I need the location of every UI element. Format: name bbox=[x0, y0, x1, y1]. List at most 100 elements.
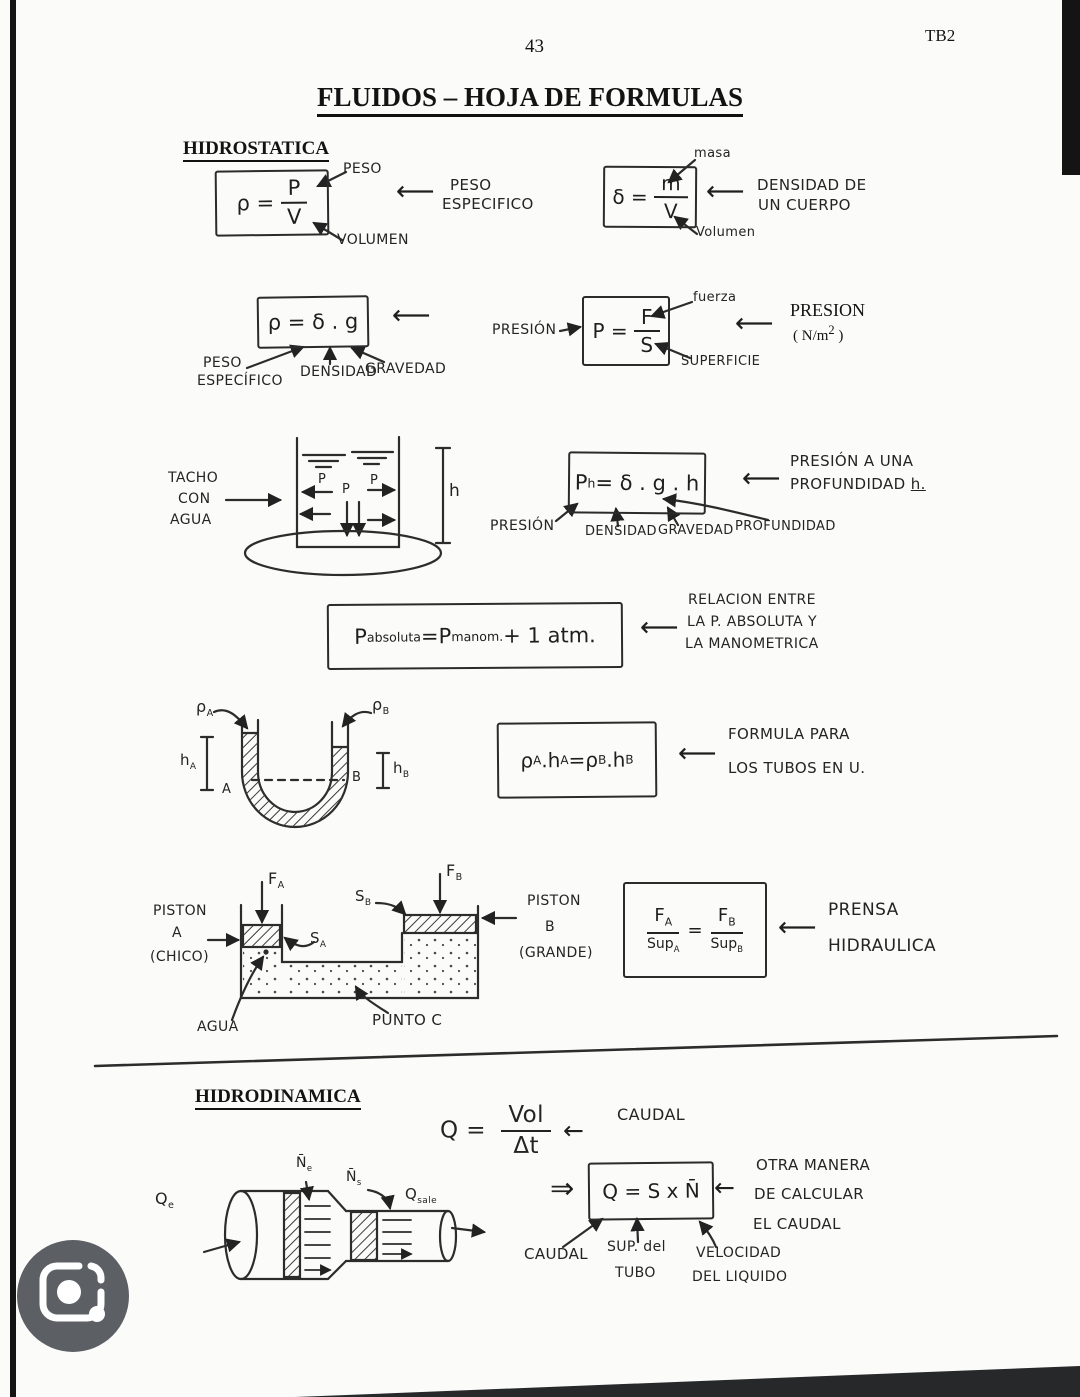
formula-sub: manom. bbox=[451, 628, 504, 644]
formula-sub: B bbox=[598, 752, 607, 767]
annotation-especifico: ESPECÍFICO bbox=[197, 373, 283, 389]
annotation-text: PROFUNDIDAD bbox=[790, 475, 911, 493]
formula-base: F bbox=[717, 905, 729, 927]
section-heading-hidrostatica: HIDROSTATICA bbox=[183, 138, 330, 163]
formula-base: P bbox=[438, 624, 452, 649]
left-arrow-icon: ⟵ bbox=[706, 176, 745, 207]
formula-sub: B bbox=[737, 943, 743, 954]
piston-a-line3: (CHICO) bbox=[150, 949, 209, 965]
annotation-name-line1: PRESIÓN A UNA bbox=[790, 452, 914, 470]
symbol-sub: e bbox=[306, 1162, 313, 1173]
surface-b-label: SB bbox=[355, 888, 372, 908]
annotation-punto-c: PUNTO C bbox=[372, 1011, 443, 1029]
printed-presion-units: ( N/m2 ) bbox=[793, 323, 843, 345]
symbol-sub: B bbox=[382, 706, 390, 718]
symbol-sub: sale bbox=[417, 1196, 438, 1206]
force-a-label: FA bbox=[268, 870, 285, 892]
annotation-volumen: Volumen bbox=[696, 225, 756, 240]
symbol-sub: A bbox=[206, 708, 214, 720]
left-arrow-icon: ⟵ bbox=[396, 176, 435, 207]
h-b-label: hB bbox=[393, 760, 410, 780]
u-tube-diagram bbox=[199, 709, 391, 829]
formula-base: h bbox=[612, 747, 626, 772]
symbol-base: S bbox=[310, 929, 320, 947]
annotation-masa: masa bbox=[694, 146, 731, 161]
formula-lhs: δ = bbox=[612, 184, 648, 209]
rho-a-label: ρA bbox=[196, 698, 214, 720]
point-b-label: B bbox=[352, 770, 362, 785]
annotation-name-line2: PROFUNDIDAD h. bbox=[790, 476, 926, 493]
rho-b-label: ρB bbox=[372, 696, 390, 718]
annotation-name-line2: UN CUERPO bbox=[758, 196, 851, 214]
symbol-base: ρ bbox=[372, 695, 383, 714]
page-title: FLUIDOS – HOJA DE FORMULAS bbox=[260, 82, 800, 117]
unit-sup: 2 bbox=[828, 323, 835, 337]
q-out-label: Qsale bbox=[405, 1186, 437, 1206]
symbol-base: h bbox=[180, 751, 190, 769]
implies-arrow-icon: ⇒ bbox=[550, 1171, 575, 1205]
surface-a-label: SA bbox=[310, 930, 326, 950]
left-arrow-icon: ⟵ bbox=[742, 463, 781, 494]
piston-b-line3: (GRANDE) bbox=[519, 945, 593, 961]
formula-eq: = bbox=[568, 747, 586, 773]
left-arrow-icon: ← bbox=[714, 1173, 735, 1202]
annotation-fuerza: fuerza bbox=[693, 290, 737, 305]
h-a-label: hA bbox=[180, 752, 196, 772]
unit-text: ) bbox=[834, 328, 844, 344]
formula-box-caudal-2: Q = S x N̄ bbox=[587, 1161, 715, 1221]
velocity-out-label: N̄s bbox=[346, 1169, 362, 1187]
symbol-sub: B bbox=[455, 872, 463, 884]
velocity-in-label: N̄e bbox=[296, 1155, 313, 1173]
annotation-name-line1: OTRA MANERA bbox=[756, 1156, 871, 1174]
symbol-base: F bbox=[446, 861, 456, 880]
force-b-label: FB bbox=[446, 862, 463, 884]
annotation-name-line1: RELACION ENTRE bbox=[688, 592, 816, 608]
left-arrow-icon: ⟵ bbox=[678, 738, 717, 769]
fraction-denominator: S bbox=[640, 333, 654, 357]
formula-tail: + 1 atm. bbox=[503, 623, 596, 648]
formula-sub: h bbox=[587, 475, 596, 491]
fraction-numerator: P bbox=[280, 176, 308, 204]
annotation-name-line1: PRENSA bbox=[828, 900, 899, 920]
formula-base: P bbox=[354, 624, 367, 649]
lens-camera-button[interactable] bbox=[17, 1240, 129, 1352]
annotation-volumen: VOLUMEN bbox=[337, 232, 409, 248]
section-heading-hidrodinamica: HIDRODINAMICA bbox=[195, 1086, 361, 1111]
piston-b-line2: B bbox=[545, 919, 556, 935]
annotation-name-line2: LOS TUBOS EN U. bbox=[728, 759, 866, 777]
annotation-name-line2: HIDRAULICA bbox=[828, 936, 937, 956]
symbol-base: h bbox=[393, 759, 403, 777]
formula-sub: absoluta bbox=[366, 628, 422, 645]
fraction-numerator: m bbox=[654, 171, 688, 199]
section-divider-line bbox=[93, 1034, 1059, 1068]
point-a-label: A bbox=[222, 782, 232, 797]
formula-eq: = bbox=[420, 624, 439, 649]
formula-base: Sup bbox=[710, 935, 738, 952]
symbol-sub: A bbox=[319, 940, 327, 950]
formula-text: ρ = δ . g bbox=[267, 309, 359, 335]
unit-text: ( N/m bbox=[793, 328, 829, 344]
piston-a-line1: PISTON bbox=[153, 903, 207, 919]
formula-lhs: P = bbox=[592, 319, 628, 343]
formula-sub: A bbox=[673, 943, 680, 954]
annotation-name-line2: LA P. ABSOLUTA Y bbox=[687, 614, 817, 630]
fraction-denominator: V bbox=[663, 199, 678, 224]
annotation-gravedad: GRAVEDAD bbox=[365, 361, 447, 377]
left-arrow-icon: ← bbox=[563, 1116, 584, 1145]
annotation-name-line1: PESO bbox=[450, 176, 492, 194]
symbol-sub: e bbox=[168, 1200, 175, 1212]
annotation-presion: PRESIÓN bbox=[490, 518, 555, 534]
formula-sub: A bbox=[560, 753, 569, 768]
symbol-base: Q bbox=[405, 1185, 418, 1203]
formula-rhs: = δ . g . h bbox=[595, 470, 700, 496]
left-arrow-icon: ⟵ bbox=[778, 912, 817, 943]
formula-sub: B bbox=[728, 915, 736, 929]
annotation-caudal: CAUDAL bbox=[524, 1245, 589, 1263]
